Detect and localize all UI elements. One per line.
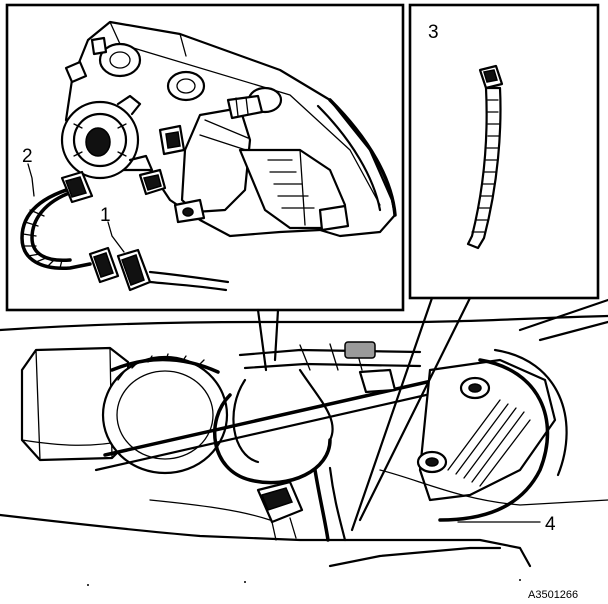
callout-1: 1 [100, 205, 111, 226]
cable-tie-strap [466, 86, 502, 250]
callout-4: 4 [545, 514, 556, 535]
engine-bay-scene [0, 298, 608, 586]
headlamp-inset: 2 1 [5, 3, 405, 312]
wiring-harness-2 [20, 184, 92, 270]
headlamp-socket-ring [101, 355, 229, 475]
leveling-motor [180, 106, 252, 214]
inset-pointer-right [350, 296, 434, 532]
chassis-bracket [418, 358, 557, 502]
cable-tie-inset: 3 [408, 3, 600, 300]
cable-tie-inset-frame [408, 3, 600, 300]
leader-2 [27, 163, 35, 197]
callout-3: 3 [428, 22, 439, 43]
leader-1 [107, 221, 125, 253]
figure-code: A3501266 [528, 589, 578, 601]
inset-pointer-left [256, 308, 268, 372]
callout-2: 2 [22, 146, 33, 167]
